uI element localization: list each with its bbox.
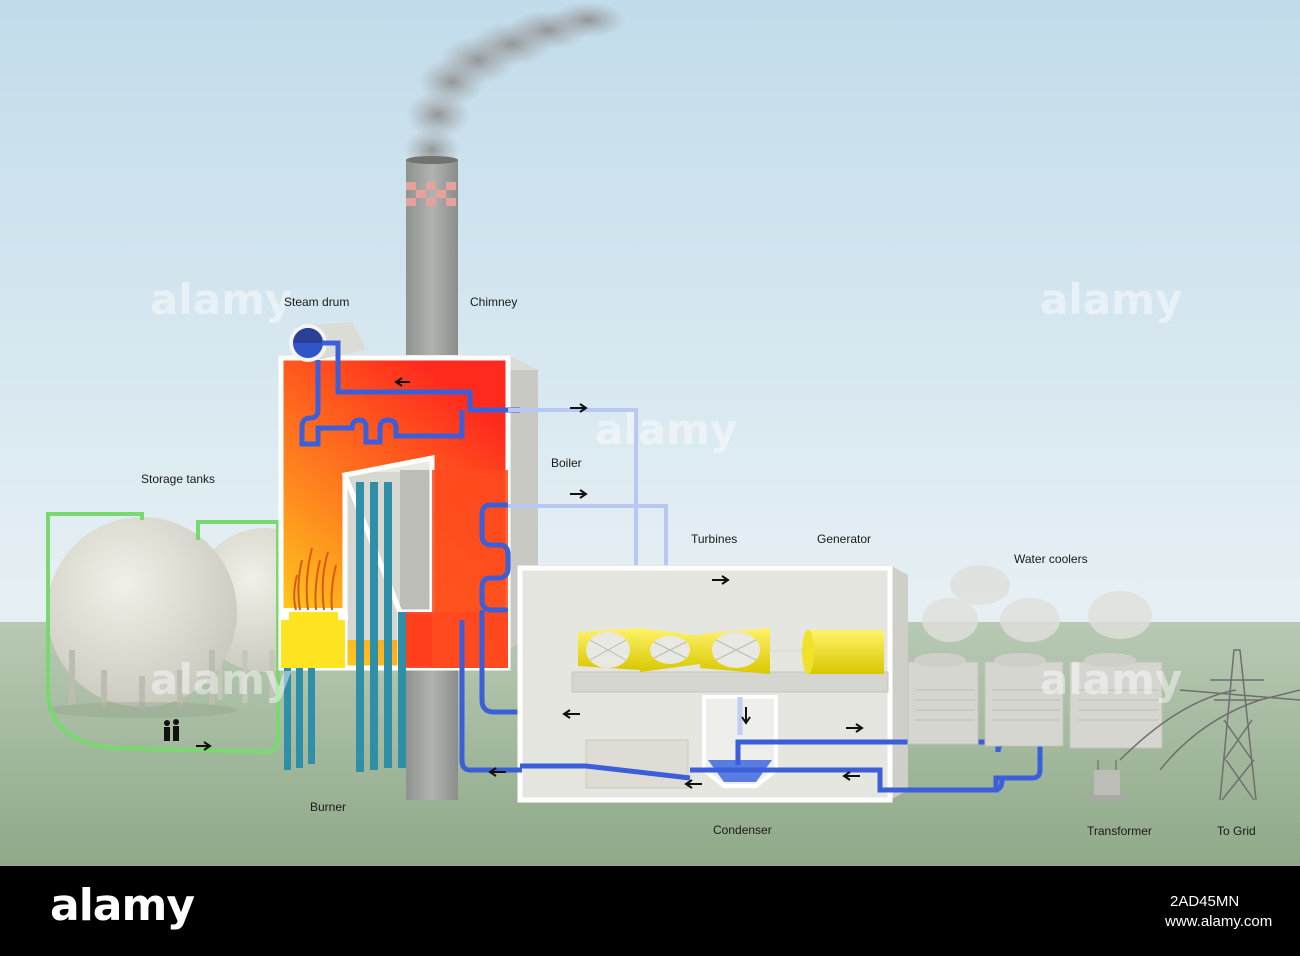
footer-url: www.alamy.com <box>1165 913 1273 930</box>
scene-illustration <box>0 0 1300 866</box>
transformer <box>1086 760 1126 801</box>
footer-image-code: 2AD45MN <box>1170 893 1240 910</box>
watermark: alamy <box>150 655 293 704</box>
label-turbines: Turbines <box>691 532 738 546</box>
label-steam-drum: Steam drum <box>284 295 350 309</box>
generator <box>802 630 884 674</box>
watermark: alamy <box>150 275 293 324</box>
label-water-coolers: Water coolers <box>1014 552 1088 566</box>
watermark: alamy <box>1040 275 1183 324</box>
footer-bar <box>0 866 1300 956</box>
steam-drum <box>289 322 366 362</box>
label-to-grid: To Grid <box>1217 824 1256 838</box>
footer-brand-logo: alamy <box>50 880 195 931</box>
flames <box>293 547 337 611</box>
label-boiler: Boiler <box>551 456 582 470</box>
boiler-pipes <box>299 340 522 715</box>
chimney-smoke <box>404 2 626 172</box>
label-burner: Burner <box>310 800 347 814</box>
label-generator: Generator <box>817 532 872 546</box>
burner-pipes <box>279 482 406 772</box>
label-condenser: Condenser <box>713 823 772 837</box>
label-transformer: Transformer <box>1087 824 1152 838</box>
flow-arrows <box>196 377 864 789</box>
watermark: alamy <box>595 405 738 454</box>
watermark: alamy <box>1040 655 1183 704</box>
water-coolers <box>907 565 1163 749</box>
turbines <box>578 628 808 674</box>
label-storage-tanks: Storage tanks <box>141 472 216 486</box>
pylon <box>1119 649 1300 801</box>
people-icon <box>164 719 179 741</box>
label-chimney: Chimney <box>470 295 518 309</box>
